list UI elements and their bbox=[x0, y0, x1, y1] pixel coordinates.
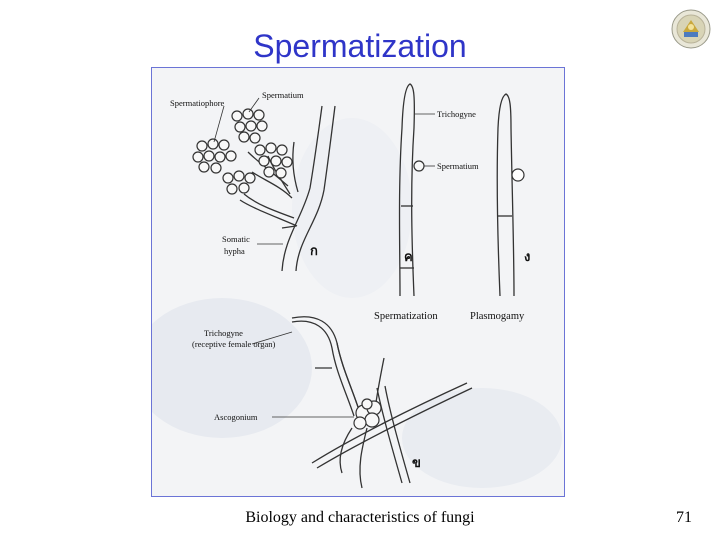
label-spermatiophore: Spermatiophore bbox=[170, 98, 225, 108]
label-spermatium-b: Spermatium bbox=[437, 161, 479, 171]
panel-label-c: ค bbox=[404, 249, 413, 264]
label-spermatium-a: Spermatium bbox=[262, 90, 304, 100]
somatic-hypha-main bbox=[281, 105, 323, 272]
slide-title: Spermatization bbox=[253, 28, 467, 64]
plasmogamy-spermatium bbox=[511, 168, 525, 182]
vegetative-hypha-1 bbox=[311, 382, 468, 464]
label-receptive-organ: (receptive female organ) bbox=[192, 339, 276, 349]
label-plasmogamy: Plasmogamy bbox=[470, 311, 525, 322]
panel-label-b: ข bbox=[412, 455, 421, 470]
page-number: 71 bbox=[676, 509, 692, 526]
spermatium-attached bbox=[413, 160, 425, 172]
slide-footer: Biology and characteristics of fungi bbox=[245, 509, 475, 526]
trichogyne-d bbox=[496, 93, 515, 297]
university-logo-icon bbox=[671, 9, 711, 49]
label-trichogyne: Trichogyne bbox=[437, 109, 476, 119]
label-somatic: Somatic bbox=[222, 234, 250, 244]
spermatization-diagram: Spermatium Spermatiophore Somatic hypha … bbox=[151, 67, 565, 497]
label-ascogonium: Ascogonium bbox=[214, 412, 258, 422]
panel-label-a: ก bbox=[310, 243, 318, 258]
spermatiophore-branch bbox=[251, 171, 293, 199]
spermatia-cluster bbox=[192, 108, 293, 195]
ascogonium-coil bbox=[353, 398, 382, 430]
panel-label-d: ง bbox=[524, 249, 530, 264]
label-hypha: hypha bbox=[224, 246, 245, 256]
label-trichogyne-female: Trichogyne bbox=[204, 328, 243, 338]
label-spermatization: Spermatization bbox=[374, 311, 438, 322]
